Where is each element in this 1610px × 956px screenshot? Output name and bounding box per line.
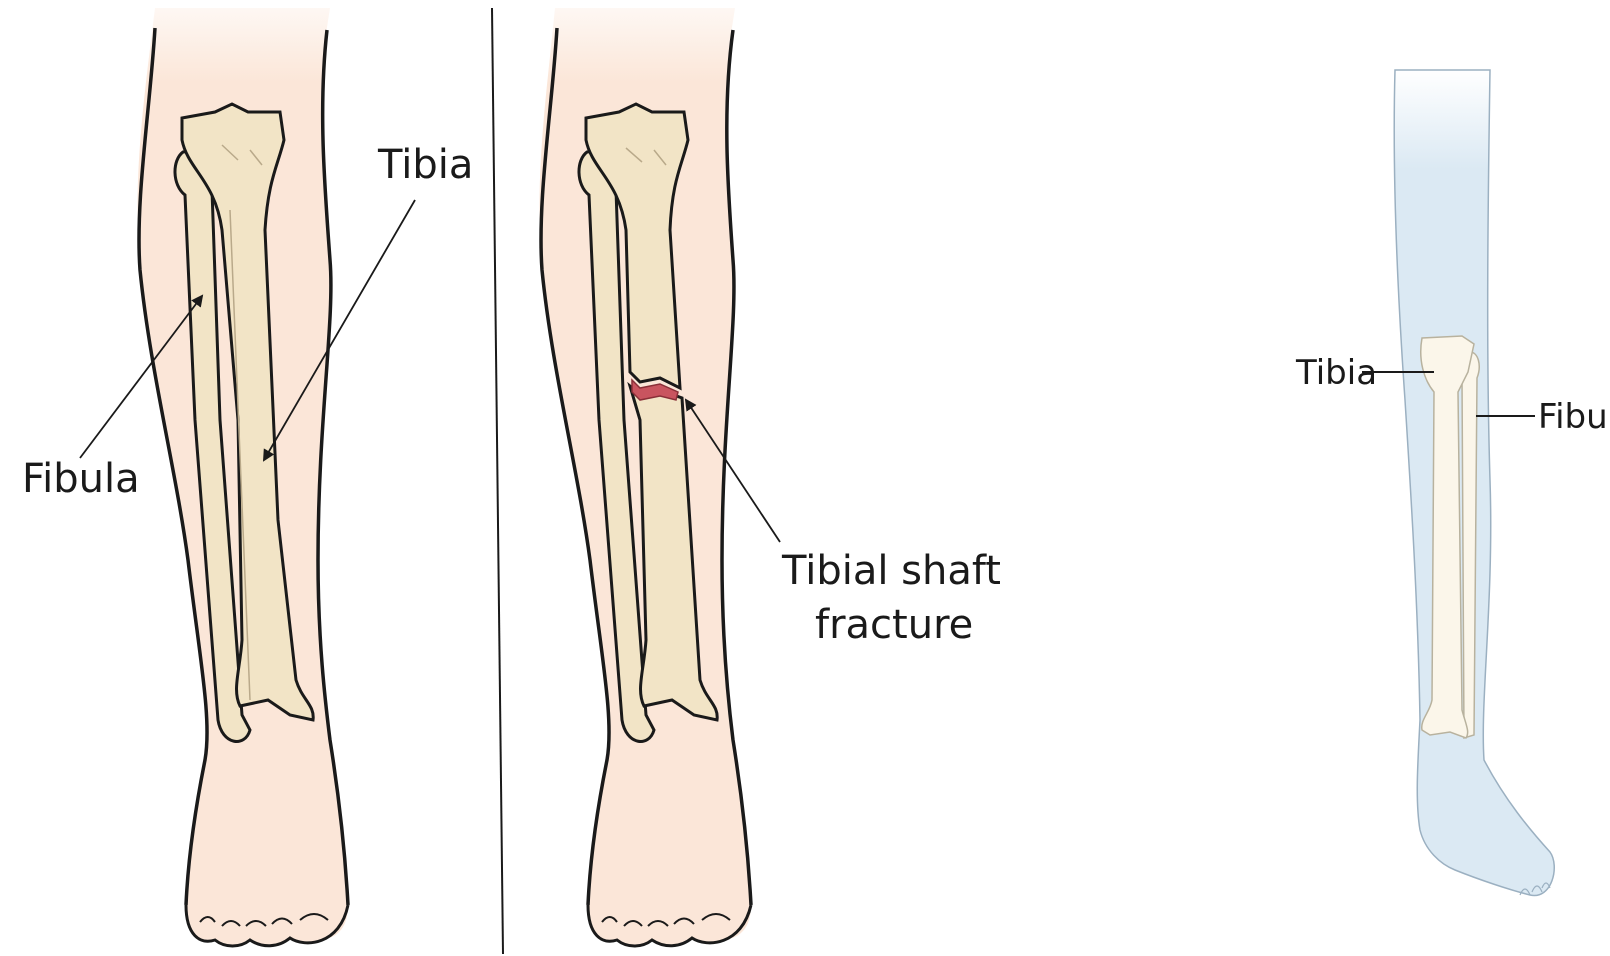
side-leg-panel: Tibia Fibula xyxy=(1295,70,1610,895)
normal-fibula-label: Fibula xyxy=(22,456,140,502)
side-tibia-label: Tibia xyxy=(1295,353,1377,393)
panel-divider xyxy=(492,8,503,954)
fractured-leg-foot xyxy=(588,905,751,946)
normal-leg-panel: Tibia Fibula xyxy=(22,8,473,946)
fracture-label-line1: Tibial shaft xyxy=(781,548,1001,594)
side-fibula-label: Fibula xyxy=(1538,397,1610,437)
normal-tibia-label: Tibia xyxy=(377,142,473,188)
fracture-label-line2: fracture xyxy=(815,602,973,648)
fractured-leg-panel: Tibial shaft fracture xyxy=(539,8,1000,946)
normal-leg-foot xyxy=(186,905,348,946)
